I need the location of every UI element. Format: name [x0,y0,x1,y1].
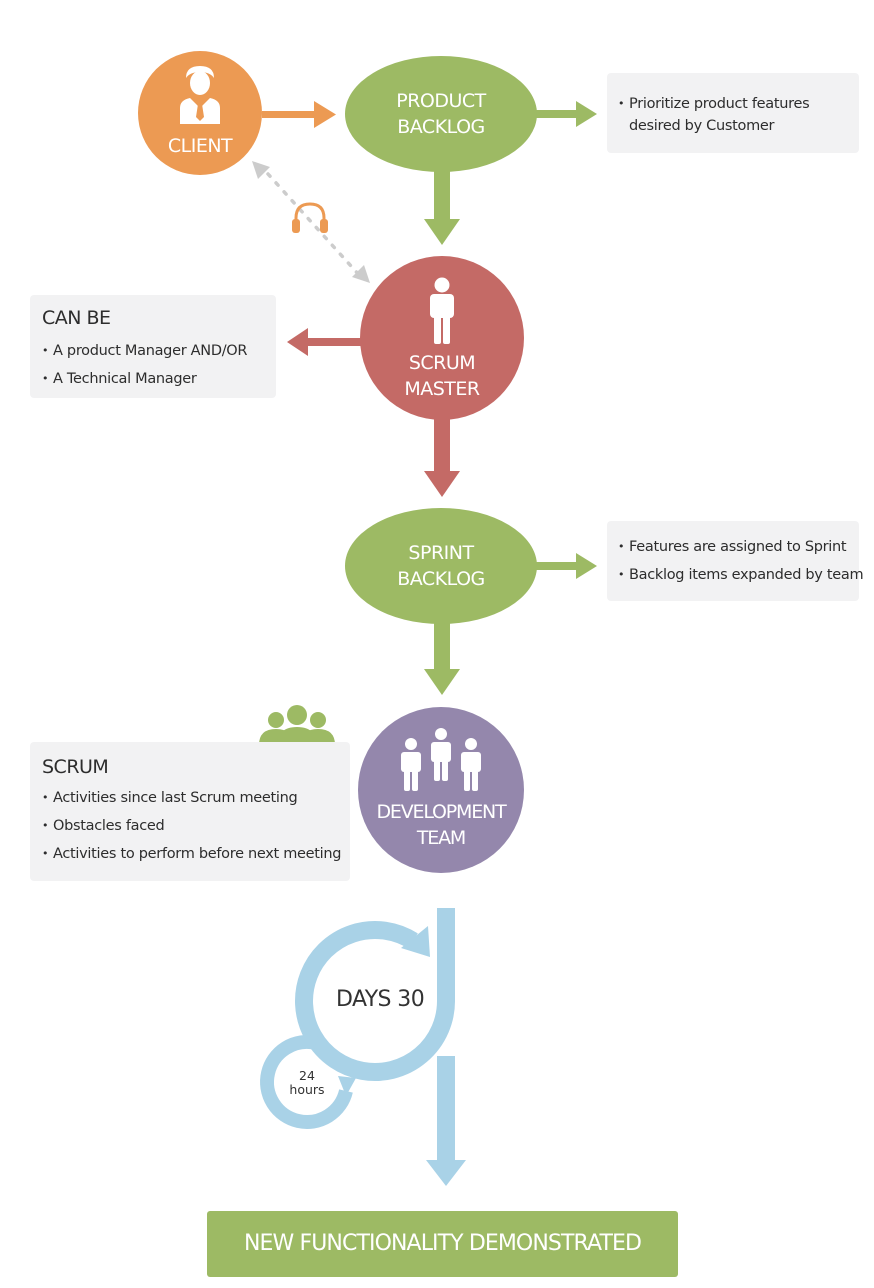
arrow-product-backlog-to-note [536,101,597,127]
sprint-backlog-label: SPRINT BACKLOG [361,540,521,592]
development-team-label: DEVELOPMENT TEAM [361,799,521,851]
can-be-item: A product Manager AND/OR [42,337,247,365]
development-team-label-line2: TEAM [416,827,466,849]
client-label: CLIENT [150,133,250,159]
scrum-master-label: SCRUM MASTER [372,350,512,402]
group-icon [259,705,335,749]
sprint-backlog-note-item: Backlog items expanded by team [618,561,864,589]
product-backlog-note-item: desired by Customer [629,118,775,134]
product-backlog-label-line2: BACKLOG [397,116,485,138]
can-be-item: A Technical Manager [42,365,247,393]
arrow-sprint-backlog-to-dev-team [424,618,460,695]
arrow-client-to-product-backlog [262,101,336,128]
scrum-master-label-line2: MASTER [404,378,480,400]
scrum-note-title: SCRUM [42,756,109,778]
scrum-note-item: Obstacles faced [42,812,341,840]
days-30-label: DAYS 30 [336,987,425,1012]
client-label-line1: CLIENT [167,135,233,157]
sprint-cycle-loop [295,908,466,1186]
scrum-master-label-line1: SCRUM [408,352,476,374]
24-hours-label: 24 hours [284,1069,330,1097]
sprint-backlog-ellipse [345,508,537,624]
product-backlog-note: Prioritize product features desired by C… [607,73,859,153]
arrow-product-backlog-to-scrum-master [424,168,460,245]
product-backlog-label: PRODUCT BACKLOG [361,88,521,140]
new-functionality-banner: NEW FUNCTIONALITY DEMONSTRATED [207,1211,678,1277]
scrum-note-item: Activities to perform before next meetin… [42,840,342,868]
arrow-scrum-master-to-can-be [287,328,362,356]
hours-unit: hours [289,1082,325,1097]
person-icon [430,277,454,344]
team-of-three-icon [401,728,481,791]
sprint-backlog-note-list: Features are assigned to Sprint Backlog … [607,521,864,589]
dotted-connector-client-scrum-master [252,161,370,283]
can-be-list: A product Manager AND/OR A Technical Man… [42,337,247,393]
can-be-title: CAN BE [42,307,111,329]
sprint-backlog-label-line2: BACKLOG [397,568,485,590]
product-backlog-note-list: Prioritize product features desired by C… [607,73,859,137]
product-backlog-ellipse [345,56,537,172]
development-team-circle [358,707,524,873]
product-backlog-note-item: Prioritize product features [618,93,859,115]
scrum-note-item: Activities since last Scrum meeting [42,784,341,812]
arrow-sprint-backlog-to-note [536,553,597,579]
scrum-note-list: Activities since last Scrum meeting Obst… [42,784,342,868]
daily-cycle-loop [260,1035,356,1129]
sprint-backlog-note: Features are assigned to Sprint Backlog … [607,521,864,601]
scrum-master-circle [360,256,524,420]
sprint-backlog-label-line1: SPRINT [408,542,474,564]
hours-number: 24 [299,1068,315,1083]
scrum-note: SCRUM Activities since last Scrum meetin… [30,742,350,881]
arrow-scrum-master-to-sprint-backlog [424,418,460,497]
sprint-backlog-note-item: Features are assigned to Sprint [618,533,859,561]
businessman-icon [180,66,220,124]
can-be-note: CAN BE A product Manager AND/OR A Techni… [30,295,276,398]
development-team-label-line1: DEVELOPMENT [376,801,507,823]
product-backlog-label-line1: PRODUCT [396,90,486,112]
headset-icon [292,202,328,233]
